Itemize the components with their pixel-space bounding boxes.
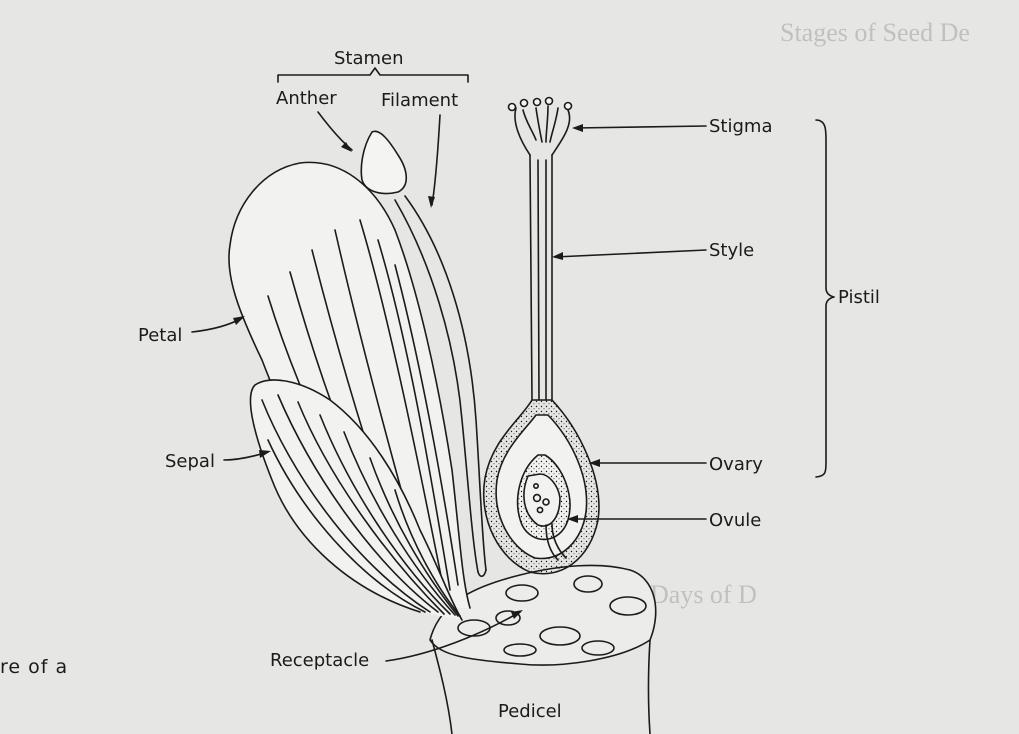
- bleed-through-text: Stages of Seed De: [780, 18, 970, 47]
- label-ovary: Ovary: [709, 454, 763, 475]
- stamen-shape: [360, 130, 487, 578]
- bleed-through-text: Days of D: [650, 580, 757, 609]
- label-stamen: Stamen: [334, 48, 404, 69]
- label-petal: Petal: [138, 325, 183, 346]
- label-ovule: Ovule: [709, 510, 762, 531]
- margin-text-fragment: re of a: [0, 656, 69, 678]
- label-pedicel: Pedicel: [498, 701, 562, 722]
- label-stigma: Stigma: [709, 116, 773, 137]
- stamen-bracket: [277, 67, 469, 83]
- pistil-bracket: [815, 119, 835, 478]
- leader-arrowheads: [233, 124, 600, 619]
- label-filament: Filament: [381, 90, 459, 111]
- label-pistil: Pistil: [838, 287, 880, 308]
- sepal-shape: [249, 379, 463, 621]
- label-receptacle: Receptacle: [270, 650, 370, 671]
- label-anther: Anther: [276, 88, 337, 109]
- pistil-shape: [482, 96, 600, 575]
- label-style: Style: [709, 240, 755, 261]
- receptacle-shape: [429, 564, 657, 666]
- label-sepal: Sepal: [165, 451, 215, 472]
